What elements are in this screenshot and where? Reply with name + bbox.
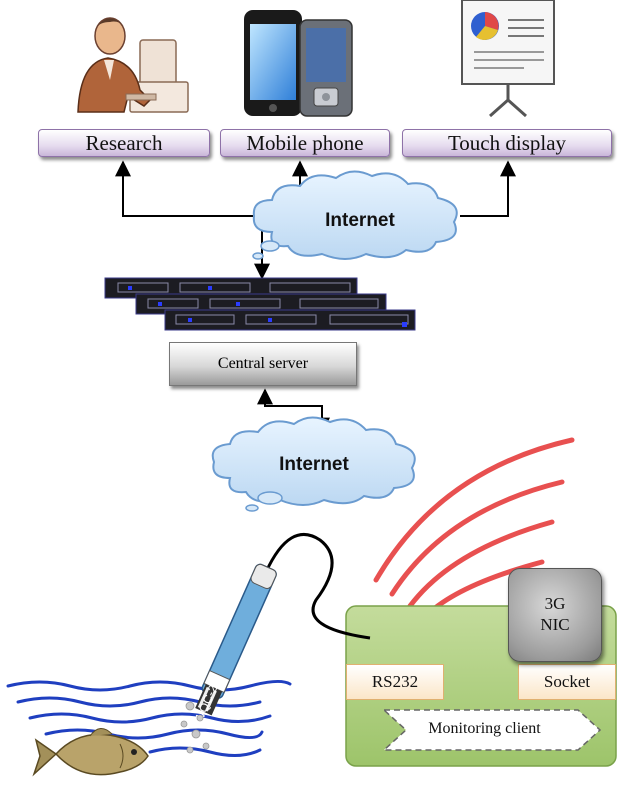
central-server-box: Central server <box>169 342 357 386</box>
monitoring-client-arrow <box>382 709 602 751</box>
internet-label-bottom: Internet <box>279 454 349 475</box>
bubbles <box>180 701 210 754</box>
research-box: Research <box>38 129 210 157</box>
internet-label-top: Internet <box>325 210 395 231</box>
mobile-phone-icon <box>244 10 353 117</box>
socket-port: Socket <box>518 664 616 700</box>
water-quality-probe: WQC-24 <box>191 563 277 725</box>
nic-label-line1: 3G <box>544 594 566 613</box>
3g-nic-module: 3G NIC <box>508 568 602 662</box>
presentation-board-icon <box>461 0 555 118</box>
fish-icon <box>32 728 149 777</box>
mobile-phone-box: Mobile phone <box>220 129 390 157</box>
internet-cloud-top <box>252 170 458 260</box>
monitoring-client-label: Monitoring client <box>428 720 541 737</box>
probe-cable <box>264 532 371 640</box>
server-rack-icon <box>104 277 416 331</box>
researcher-icon <box>77 17 189 113</box>
touch-display-box: Touch display <box>402 129 612 157</box>
nic-label-line2: NIC <box>540 615 570 634</box>
water-waves <box>6 679 292 757</box>
internet-cloud-bottom <box>211 416 416 512</box>
rs232-port: RS232 <box>346 664 444 700</box>
